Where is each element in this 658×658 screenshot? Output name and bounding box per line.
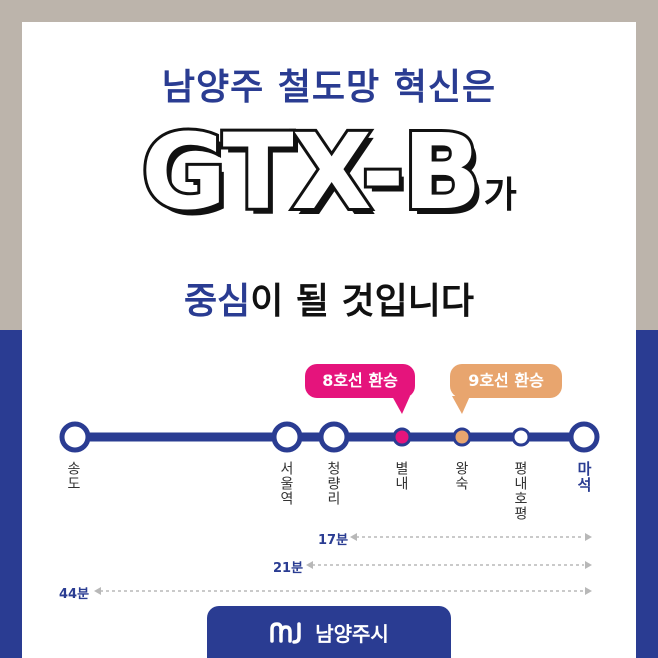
line8-pointer	[392, 396, 410, 414]
station-label-seoul: 서울역	[278, 461, 294, 506]
city-logo-icon	[270, 621, 301, 644]
station-marker-seoul	[271, 421, 303, 453]
line9-transfer-badge: 9호선 환승	[450, 364, 562, 398]
line8-transfer-badge: 8호선 환승	[305, 364, 415, 398]
org-name: 남양주시	[315, 622, 389, 646]
station-marker-maseok	[568, 421, 600, 453]
gtx-suffix: 가	[483, 175, 517, 216]
footer-banner: 남양주시	[207, 606, 451, 658]
gtx-b-title: GTX-B	[138, 111, 485, 233]
time-label-44: 44분	[59, 587, 90, 602]
headline-highlight: 중심	[183, 281, 251, 322]
station-label-songdo: 송도	[65, 461, 81, 491]
content-card	[22, 22, 636, 658]
station-label-maseok: 마석	[575, 461, 593, 493]
station-label-pyeongnae: 평내호평	[512, 461, 528, 521]
station-marker-cheongnyangni	[318, 421, 350, 453]
line9-pointer	[452, 396, 470, 414]
station-label-wangsuk: 왕숙	[453, 461, 469, 491]
time-label-17: 17분	[318, 533, 349, 548]
station-label-byeollae: 별내	[393, 461, 409, 491]
station-marker-songdo	[59, 421, 91, 453]
headline-line3: 중심이 될 것입니다	[0, 272, 658, 324]
station-marker-pyeongnae	[511, 427, 531, 447]
headline-line1: 남양주 철도망 혁신은	[161, 67, 497, 108]
headline-rest: 이 될 것입니다	[250, 281, 475, 322]
station-marker-byeollae	[392, 427, 412, 447]
station-marker-wangsuk	[452, 427, 472, 447]
time-label-21: 21분	[273, 561, 304, 576]
station-label-cheongnyangni: 청량리	[325, 461, 341, 506]
